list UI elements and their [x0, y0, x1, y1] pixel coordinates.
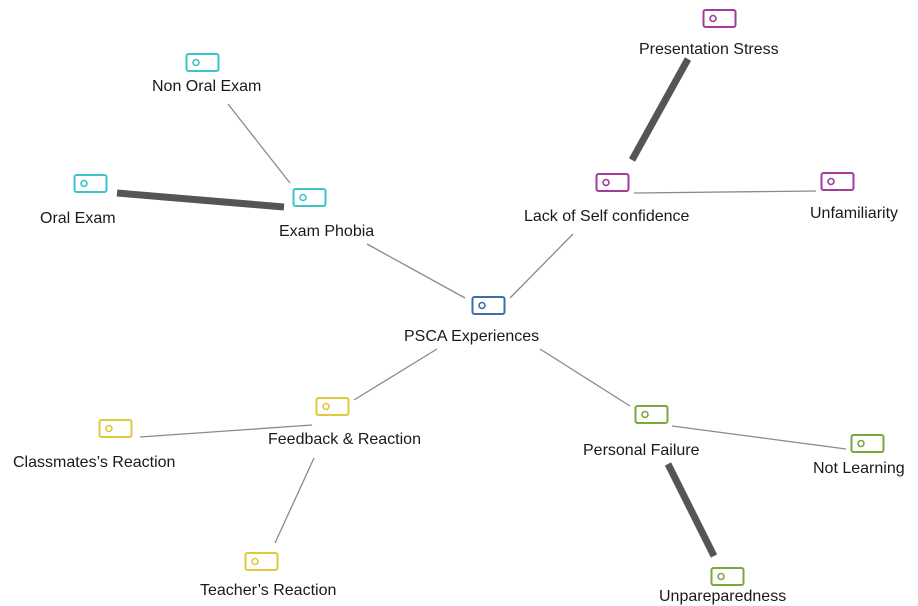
tag-icon[interactable] [710, 566, 746, 588]
node-label-lack-of-self-confidence[interactable]: Lack of Self confidence [524, 208, 690, 225]
link-exam-phobia-non-oral [227, 103, 291, 184]
link-center-lack-confidence [509, 233, 574, 299]
node-label-psca-experiences[interactable]: PSCA Experiences [404, 328, 540, 345]
node-label-exam-phobia[interactable]: Exam Phobia [279, 223, 375, 240]
tag-icon[interactable] [73, 173, 109, 195]
link-failure-unpreparedness [664, 462, 718, 558]
node-label-classmates-reaction[interactable]: Classmates’s Reaction [13, 454, 176, 471]
node-label-oral-exam[interactable]: Oral Exam [40, 210, 116, 227]
tag-icon[interactable] [634, 404, 670, 426]
tag-icon[interactable] [702, 8, 738, 30]
tag-icon[interactable] [850, 433, 886, 455]
tag-icon[interactable] [185, 52, 221, 74]
node-label-teachers-reaction[interactable]: Teacher’s Reaction [200, 582, 337, 599]
link-feedback-teachers [274, 457, 315, 544]
node-label-non-oral-exam[interactable]: Non Oral Exam [152, 78, 262, 95]
tag-icon[interactable] [244, 551, 280, 573]
link-confidence-presentation [628, 57, 692, 162]
node-label-feedback-reaction[interactable]: Feedback & Reaction [268, 431, 421, 448]
tag-icon[interactable] [315, 396, 351, 418]
node-label-unfamiliarity[interactable]: Unfamiliarity [810, 205, 899, 222]
tag-icon[interactable] [595, 172, 631, 194]
node-label-personal-failure[interactable]: Personal Failure [583, 442, 700, 459]
tag-icon[interactable] [292, 187, 328, 209]
tag-icon[interactable] [98, 418, 134, 440]
link-exam-phobia-oral [116, 189, 285, 211]
tag-icon[interactable] [820, 171, 856, 193]
link-confidence-unfamiliarity [633, 190, 817, 194]
link-center-exam-phobia [366, 243, 466, 299]
node-label-presentation-stress[interactable]: Presentation Stress [639, 41, 779, 58]
link-center-personal-failure [539, 348, 631, 407]
node-label-unpareparedness[interactable]: Unpareparedness [659, 588, 787, 605]
link-failure-not-learning [671, 425, 847, 450]
link-center-feedback-reaction [353, 348, 438, 401]
link-feedback-classmates [139, 424, 313, 438]
node-label-not-learning[interactable]: Not Learning [813, 460, 905, 477]
tag-icon[interactable] [471, 295, 507, 317]
